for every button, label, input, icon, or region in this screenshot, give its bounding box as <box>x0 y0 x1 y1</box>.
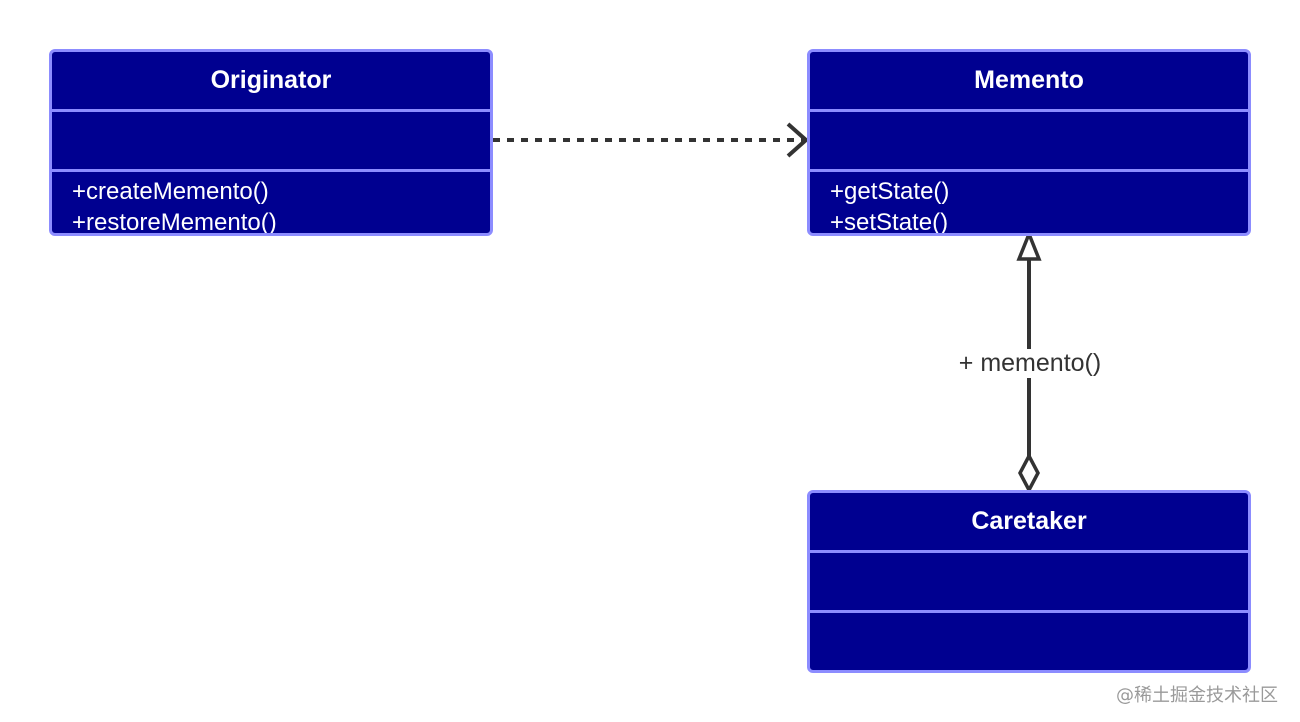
operations-compartment: +getState() +setState() <box>810 172 1248 236</box>
originator-class[interactable]: Originator +createMemento() +restoreMeme… <box>49 49 493 236</box>
operation-restore-memento: +restoreMemento() <box>72 209 277 236</box>
operations-compartment <box>810 613 1248 617</box>
operation-get-state: +getState() <box>830 178 950 205</box>
caretaker-class[interactable]: Caretaker <box>807 490 1251 673</box>
attributes-compartment <box>52 112 490 172</box>
class-name: Memento <box>810 52 1248 112</box>
operation-set-state: +setState() <box>830 209 949 236</box>
operations-compartment: +createMemento() +restoreMemento() <box>52 172 490 236</box>
operation-create-memento: +createMemento() <box>72 178 269 205</box>
watermark: @稀土掘金技术社区 <box>1116 685 1278 706</box>
attributes-compartment <box>810 112 1248 172</box>
aggregation-diamond <box>1018 452 1040 494</box>
open-arrowhead <box>786 122 810 158</box>
class-name: Originator <box>52 52 490 112</box>
memento-class[interactable]: Memento +getState() +setState() <box>807 49 1251 236</box>
hollow-triangle-arrowhead <box>1016 229 1042 261</box>
class-name: Caretaker <box>810 493 1248 553</box>
association-label: + memento() <box>930 349 1130 378</box>
attributes-compartment <box>810 553 1248 613</box>
